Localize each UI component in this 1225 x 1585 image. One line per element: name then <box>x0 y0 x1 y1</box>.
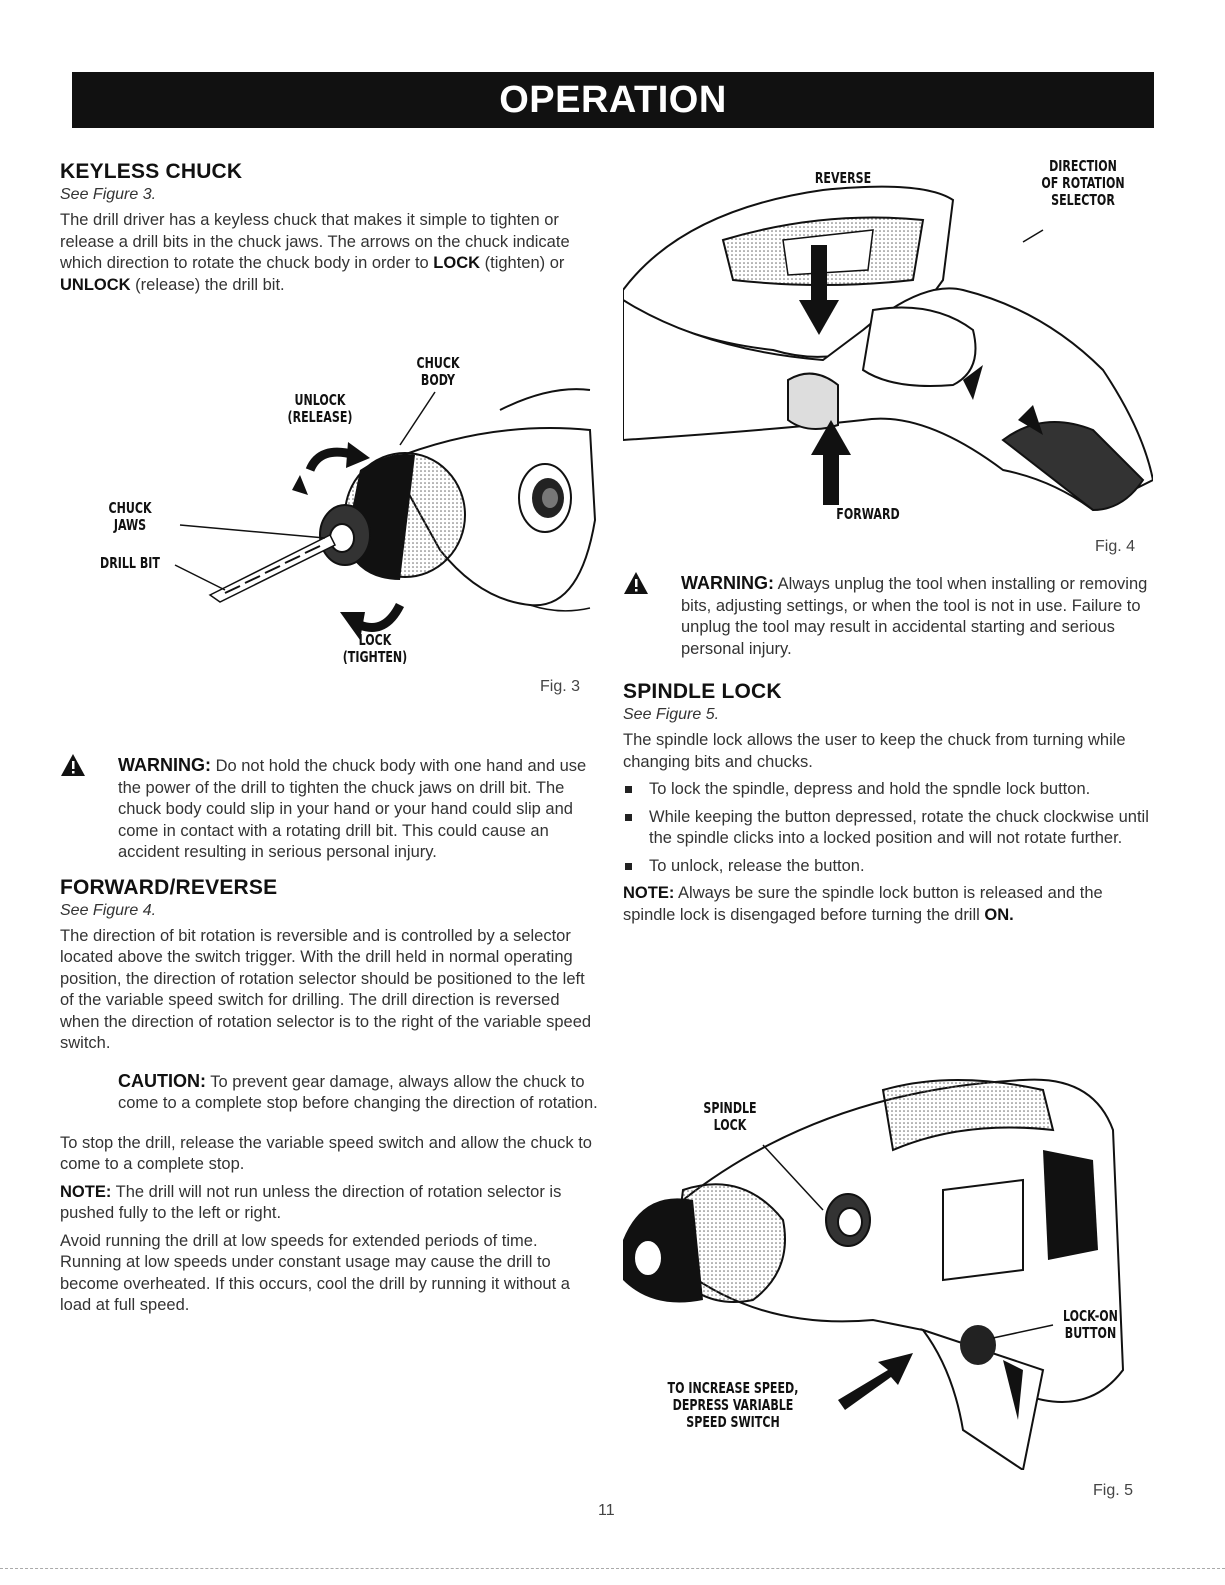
fig-4-caption: Fig. 4 <box>1095 538 1136 555</box>
forward-reverse-heading: FORWARD/REVERSE <box>60 875 278 899</box>
keyless-chuck-heading: KEYLESS CHUCK <box>60 160 243 183</box>
fig-3-caption: Fig. 3 <box>540 678 581 695</box>
see-figure-5: See Figure 5. <box>623 706 720 723</box>
page-number: 11 <box>598 1502 615 1519</box>
list-item: To lock the spindle, depress and hold th… <box>623 779 1158 801</box>
reverse-label: REVERSE <box>814 169 872 187</box>
see-figure-3: See Figure 3. <box>60 186 157 203</box>
note-spindle: NOTE: Always be sure the spindle lock bu… <box>623 884 1103 924</box>
forward-reverse-illustration <box>622 185 1155 512</box>
keyless-chuck-section: KEYLESS CHUCK See Figure 3. The drill dr… <box>60 160 600 302</box>
avoid-low-speed-text: Avoid running the drill at low speeds fo… <box>60 1231 570 1315</box>
drill-bit-label: DRILL BIT <box>100 554 160 572</box>
warning-unplug: WARNING: Always unplug the tool when ins… <box>623 572 1158 660</box>
section-banner: OPERATION <box>72 72 1154 128</box>
note-rotation: NOTE: The drill will not run unless the … <box>60 1182 562 1223</box>
right-text: WARNING: Always unplug the tool when ins… <box>623 572 1158 932</box>
warning-chuck: WARNING: Do not hold the chuck body with… <box>60 754 600 864</box>
unlock-release-label: UNLOCK(RELEASE) <box>287 391 353 426</box>
warning-icon <box>61 754 85 776</box>
see-figure-4: See Figure 4. <box>60 901 157 919</box>
caution-note: CAUTION: To prevent gear damage, always … <box>118 1070 598 1113</box>
list-item: While keeping the button depressed, rota… <box>623 807 1158 850</box>
keyless-chuck-illustration <box>174 388 597 640</box>
keyless-chuck-body: The drill driver has a keyless chuck tha… <box>60 211 570 294</box>
fig-5-caption: Fig. 5 <box>1093 1482 1134 1499</box>
page-bottom-divider <box>0 1568 1225 1569</box>
forward-reverse-body: The direction of bit rotation is reversi… <box>60 926 592 1053</box>
stop-drill-text: To stop the drill, release the variable … <box>60 1133 592 1174</box>
list-item: To unlock, release the button. <box>623 856 1158 878</box>
spindle-lock-body: The spindle lock allows the user to keep… <box>623 731 1126 771</box>
spindle-lock-heading: SPINDLE LOCK <box>623 680 782 703</box>
forward-label: FORWARD <box>836 505 900 523</box>
lock-tighten-label: LOCK(TIGHTEN) <box>342 631 408 666</box>
spindle-lock-illustration <box>623 1078 1125 1472</box>
warning-icon <box>624 572 648 594</box>
spindle-steps-list: To lock the spindle, depress and hold th… <box>623 779 1158 877</box>
left-lower-text: WARNING: Do not hold the chuck body with… <box>60 754 600 1323</box>
